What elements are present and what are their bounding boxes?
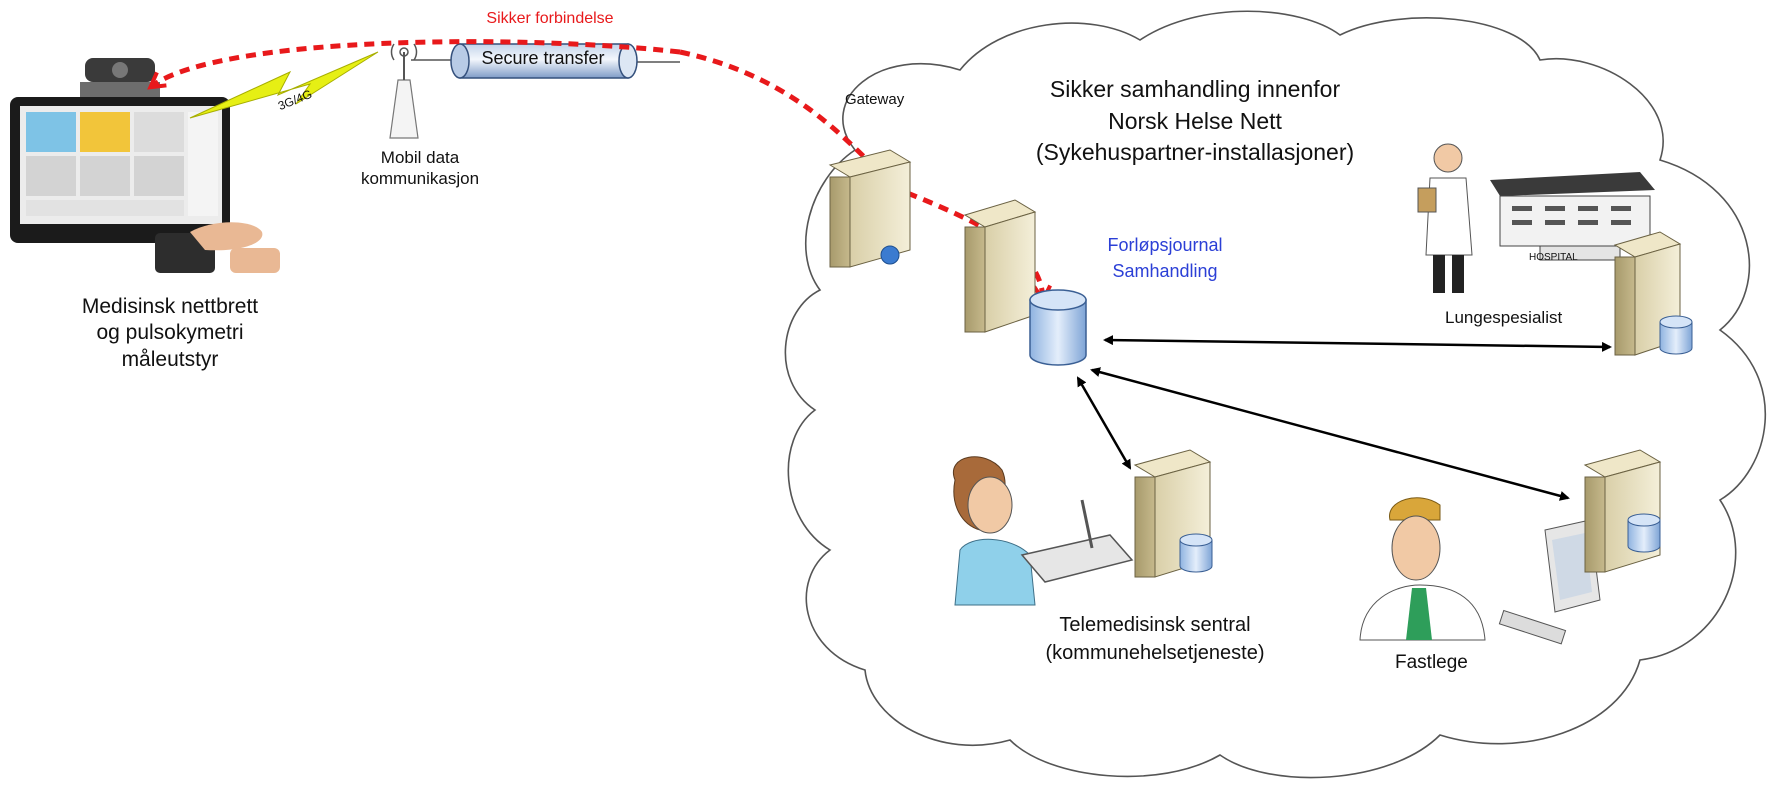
device-caption: Medisinsk nettbrett og pulsokymetri måle… <box>20 294 320 373</box>
device-caption-line: Medisinsk nettbrett <box>81 295 259 318</box>
lungespesialist-label: Lungespesialist <box>1445 308 1563 327</box>
central-label-line: Samhandling <box>1112 261 1218 282</box>
central-label: Forløpsjournal Samhandling <box>1075 232 1255 284</box>
computer-monitor-icon <box>1498 519 1601 645</box>
mobile-data-label: Mobil data kommunikasjon <box>340 147 500 190</box>
secure-transfer-label: Secure transfer <box>481 48 605 68</box>
lunge-server-icon <box>1613 231 1693 356</box>
telemed-label-line: (kommunehelsetjeneste) <box>1045 641 1265 664</box>
cloud-title-line: Norsk Helse Nett <box>1108 107 1282 134</box>
mobile-label-line: kommunikasjon <box>360 169 480 189</box>
device-caption-line: måleutstyr <box>121 347 219 371</box>
journal-database-icon <box>1029 289 1087 366</box>
general-practitioner-icon <box>1359 497 1486 641</box>
doctor-icon <box>1417 143 1473 293</box>
cloud-title-line: (Sykehuspartner-installasjoner) <box>1035 139 1355 166</box>
central-label-line: Forløpsjournal <box>1107 235 1223 255</box>
secure-connection-label: Sikker forbindelse <box>486 10 614 27</box>
fastlege-label: Fastlege <box>1395 652 1468 673</box>
hospital-sign: HOSPITAL <box>1529 252 1578 263</box>
secure-transfer-tunnel <box>450 43 638 79</box>
pulse-oximeter-icon <box>155 222 280 273</box>
device-caption-line: og pulsokymetri <box>96 321 244 345</box>
telemed-label-line: Telemedisinsk sentral <box>1059 614 1251 636</box>
drawing-tablet-icon <box>1020 499 1134 583</box>
hospital-building-icon <box>1490 172 1655 261</box>
link-central-gp <box>1090 367 1570 501</box>
gp-server-icon <box>1583 449 1662 573</box>
central-server-icon <box>963 199 1037 333</box>
secure-connection-path <box>147 39 681 90</box>
link-central-lunge <box>1103 335 1612 352</box>
lightning-icon <box>189 51 379 119</box>
gateway-label: Gateway <box>845 91 905 108</box>
medical-tablet-icon <box>10 58 230 243</box>
antenna-icon <box>389 43 419 139</box>
cloud-title-line: Sikker samhandling innenfor <box>1049 76 1341 102</box>
nurse-icon <box>952 456 1036 606</box>
mobile-label-line: Mobil data <box>380 148 460 167</box>
telemed-server-icon <box>1133 449 1213 578</box>
cloud-title: Sikker samhandling innenfor Norsk Helse … <box>985 74 1405 169</box>
gateway-server-icon <box>828 149 912 268</box>
telemed-label: Telemedisinsk sentral (kommunehelsetjene… <box>1005 612 1305 667</box>
